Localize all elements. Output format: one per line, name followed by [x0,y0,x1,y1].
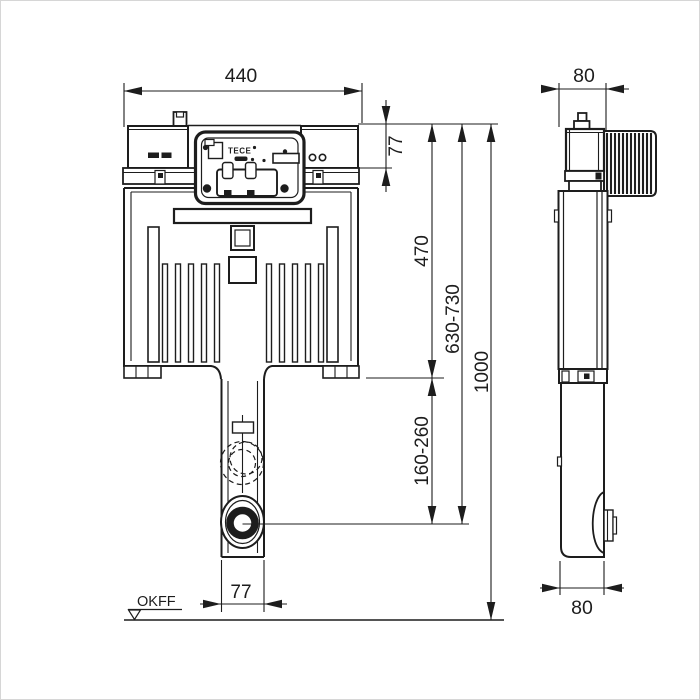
crossbar [172,207,313,225]
panel-clip [244,161,257,180]
rib-slats [161,263,325,363]
dim-outlet-pipe-width: 77 [200,560,287,612]
dim-label-470: 470 [412,235,433,267]
side-frame-body [553,190,613,370]
outlet-pipe [219,379,265,558]
left-cover-box [127,125,189,169]
side-filler-cap [577,112,588,122]
arrow-up-icon [427,378,437,396]
floor-reference: OKFF [124,594,504,621]
swivel-bend-dashed [219,440,265,486]
dim-cover-height: 77 [358,100,498,192]
arrow-up-icon [486,124,496,142]
adjuster-square-upper [230,225,255,251]
tank-feet [123,365,360,379]
arrow-right-icon [542,583,560,593]
arrow-left-icon [264,599,282,609]
fixing-hole-icon [318,153,327,162]
dim-label-1000: 1000 [472,351,493,393]
arrow-left-icon [606,84,624,94]
arrow-right-icon [541,84,559,94]
side-lower-channel [556,382,618,558]
arrow-left-icon [124,86,142,96]
panel-boss [280,184,289,193]
side-head-box [564,127,606,173]
dim-label-80-top: 80 [573,65,595,87]
support-pillar [326,226,339,363]
tece-logo-text: TECE [228,147,252,156]
frame-lug [553,209,560,223]
arrow-up-icon [427,124,437,142]
tank-body [123,187,360,380]
side-view [553,112,657,558]
dim-label-160-260: 160-260 [412,416,433,486]
dim-label-80-bottom: 80 [571,597,593,619]
side-neck [568,180,602,192]
panel-slot [272,152,300,164]
left-box-marking [148,152,159,158]
front-view: TECE [122,111,360,558]
pipe-connector [231,421,255,434]
adjuster-square-lower [228,256,257,284]
dim-overall-width: 440 [123,65,363,127]
arrow-right-icon [344,86,362,96]
arrow-down-icon [427,360,437,378]
outlet-bend [591,491,605,554]
frame-lug [606,209,613,223]
right-cover-box [300,125,359,169]
corrugated-duct [603,130,657,197]
logo-swoosh [234,156,248,161]
arrow-down-icon [427,506,437,524]
outlet-flange [220,495,265,549]
arrow-left-icon [604,583,622,593]
arrow-down-icon [457,506,467,524]
arrow-down-icon [486,602,496,620]
corrugation-lines [605,133,653,194]
side-top-assembly [564,112,657,197]
outlet-socket [603,509,614,542]
okff-label: OKFF [137,594,176,610]
channel-lug [556,456,563,467]
dim-label-77-top: 77 [386,135,407,156]
dim-470-and-160-260: 470 160-260 [366,124,444,524]
arrow-up-icon [381,168,391,186]
dimensions: 440 77 470 160-260 630-730 [123,65,629,620]
dim-depth-bottom: 80 [540,561,624,619]
dim-630-730: 630-730 [443,124,467,524]
level-triangle-icon [127,609,142,621]
filler-cap [172,111,188,127]
outlet-ring [226,506,259,540]
inspection-panel: TECE [193,130,306,206]
panel-clip [221,161,234,180]
dim-total-height: 1000 [472,124,496,620]
dim-label-440: 440 [225,65,258,87]
support-pillar [147,226,160,363]
dim-depth-top: 80 [541,65,629,130]
left-box-marking [161,152,172,158]
fixing-hole-icon [308,153,317,162]
arrow-right-icon [203,599,221,609]
dim-label-630-730: 630-730 [443,284,464,354]
side-bracket [558,368,608,384]
arrow-up-icon [457,124,467,142]
panel-component [207,141,224,160]
dim-label-77-bottom: 77 [230,582,251,603]
panel-boss [202,184,212,193]
arrow-down-icon [381,106,391,124]
